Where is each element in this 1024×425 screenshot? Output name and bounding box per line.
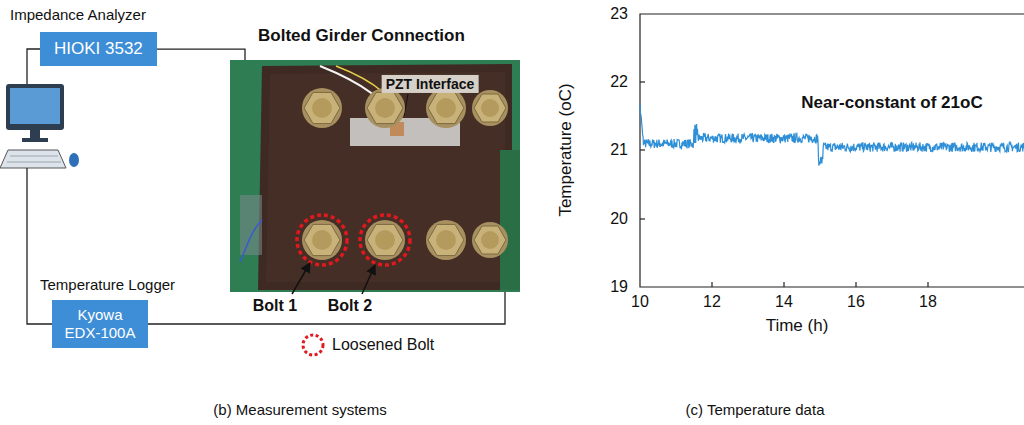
bolt: [428, 92, 464, 123]
computer-icon: [10, 156, 58, 157]
axis-title: Time (h): [766, 316, 829, 336]
axis-tick: 14: [775, 293, 793, 311]
axis-tick: 23: [610, 5, 628, 23]
temperature-line: [640, 103, 1024, 165]
bolt: [481, 231, 499, 249]
bolt-label: Bolt 2: [328, 297, 372, 315]
axis-tick: 20: [610, 210, 628, 228]
computer-icon: [7, 162, 61, 163]
bolt: [472, 90, 508, 126]
part-label: PZT Interface: [382, 75, 479, 93]
connection-photo: [240, 220, 262, 262]
bolt: [367, 92, 403, 123]
connection-photo: [500, 150, 520, 290]
loosened-bolt-marker: [297, 215, 347, 265]
bolt: [426, 220, 466, 260]
computer-icon: [0, 84, 79, 168]
loosened-bolt-marker: [360, 215, 410, 265]
wire: [27, 168, 52, 324]
connection-photo: [258, 64, 512, 290]
chart-axes: [855, 282, 856, 287]
bolt: [474, 226, 506, 254]
axis-tick: 21: [610, 141, 628, 159]
axis-title: Temperature (oC): [556, 83, 576, 216]
device-heading: Impedance Analyzer: [10, 6, 146, 24]
device-heading: Temperature Logger: [40, 276, 175, 294]
chart-axes: [783, 282, 784, 287]
bolt: [436, 230, 456, 250]
bolt: [302, 88, 342, 128]
bolt: [302, 88, 508, 260]
bolt: [312, 98, 332, 118]
bolt: [302, 220, 342, 260]
photo-title: Bolted Girder Connection: [258, 26, 465, 46]
cable-line: [157, 49, 245, 60]
chart-axes: [640, 149, 645, 150]
connection-photo: [230, 60, 520, 292]
chart-annotation: Near-constant of 21oC: [801, 93, 982, 113]
leader-line: [292, 263, 375, 294]
axis-tick: 18: [919, 293, 937, 311]
bolt: [436, 98, 456, 118]
device-name: Kyowa EDX-100A: [60, 306, 140, 342]
leader-line: [362, 265, 375, 294]
bolt: [428, 224, 464, 255]
panel-caption: (b) Measurement systems: [213, 401, 386, 418]
bolt: [426, 88, 466, 128]
device-box: Impedance AnalyzerHIOKI 3532: [40, 32, 157, 66]
computer-icon: [30, 130, 40, 138]
chart-axes: [640, 14, 1024, 287]
bolt: [304, 92, 340, 123]
chart-axes: [711, 282, 712, 287]
axis-tick: 10: [631, 293, 649, 311]
bolt: [312, 230, 332, 250]
axis-tick: 16: [847, 293, 865, 311]
legend-sample: [299, 331, 327, 359]
computer-icon: [0, 150, 66, 168]
bolt: [367, 224, 403, 255]
loosened-bolt-marker: [297, 215, 410, 265]
bolt: [365, 88, 405, 128]
bolt: [304, 224, 340, 255]
device-box: Temperature LoggerKyowa EDX-100A: [52, 300, 148, 348]
bolt: [474, 94, 506, 122]
panel-caption: (c) Temperature data: [686, 401, 825, 418]
leader-line: [292, 263, 310, 294]
chart-axes: [640, 218, 645, 219]
chart-axes: [640, 14, 1024, 287]
chart-axes: [640, 81, 645, 82]
computer-icon: [6, 84, 64, 130]
computer-icon: [10, 88, 60, 124]
wire: [27, 49, 40, 84]
device-name: HIOKI 3532: [54, 39, 143, 59]
axis-tick: 19: [610, 278, 628, 296]
bolt: [375, 98, 395, 118]
legend-sample-circle: [303, 335, 323, 355]
cable-line: [148, 292, 505, 324]
bolt: [472, 222, 508, 258]
bolt: [481, 99, 499, 117]
axis-tick: 12: [703, 293, 721, 311]
temperature-series: [640, 103, 1024, 165]
bolt: [375, 230, 395, 250]
specimen-photo: Bolted Girder Connection: [230, 60, 520, 292]
connection-photo: [266, 72, 505, 282]
bolt: [365, 220, 405, 260]
connection-photo: [230, 60, 520, 292]
computer-icon: [22, 138, 48, 142]
computer-icon: [69, 153, 79, 167]
connection-photo: [240, 195, 262, 255]
legend-entry: Loosened Bolt: [299, 331, 434, 359]
axis-tick: 22: [610, 73, 628, 91]
legend-text: Loosened Bolt: [332, 336, 434, 354]
bolt-label: Bolt 1: [253, 297, 297, 315]
chart-axes: [927, 282, 928, 287]
